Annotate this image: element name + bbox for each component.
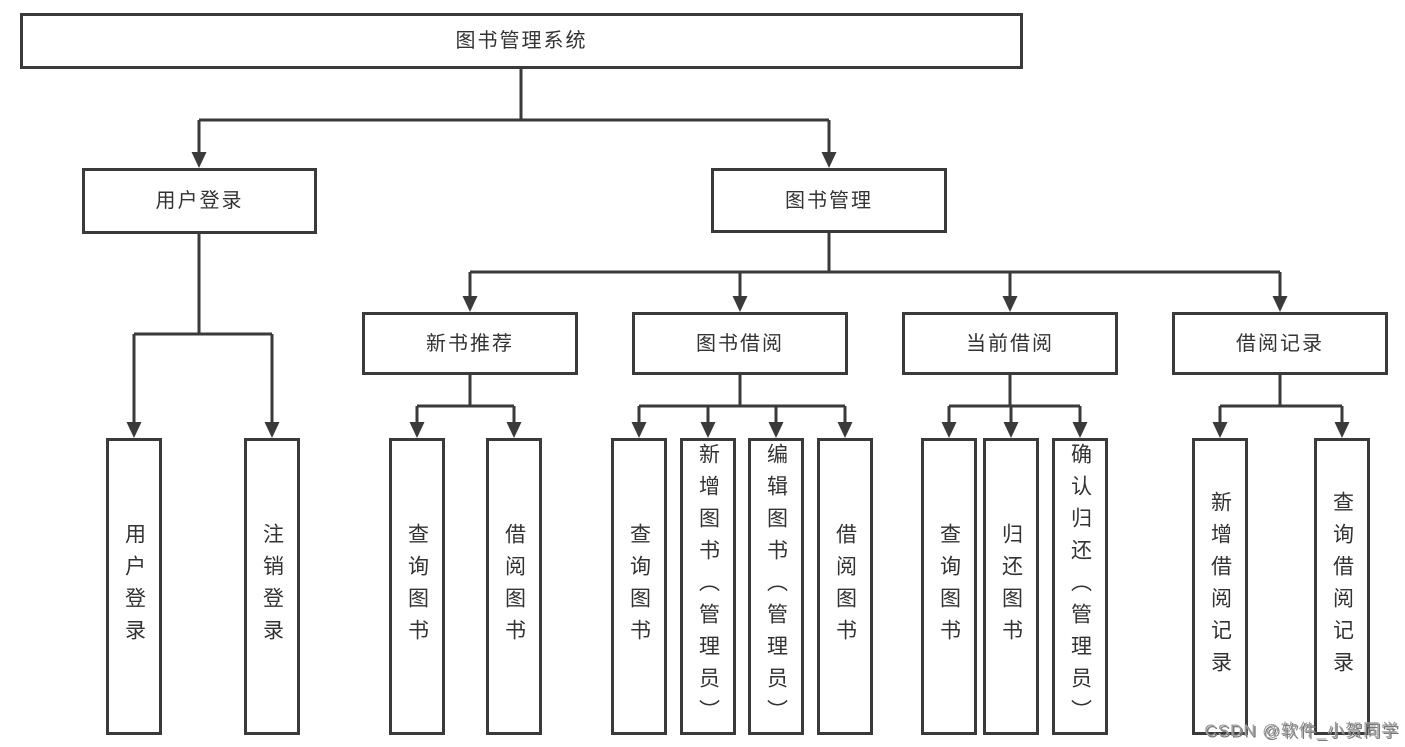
- leaf-borrow-books: 借阅图书: [817, 438, 873, 735]
- node-label: 用户登录: [155, 190, 244, 212]
- node-book-management: 图书管理: [711, 168, 947, 233]
- node-label: 新书推荐: [426, 332, 514, 355]
- leaf-borrow-books-recommend: 借阅图书: [486, 438, 542, 735]
- connector-borrowrecord-to-leaves: [1212, 375, 1350, 438]
- connector-root-to-level1: [191, 69, 837, 168]
- leaf-label: 新增借阅记录: [1208, 490, 1232, 683]
- node-label: 图书管理系统: [455, 30, 588, 52]
- node-label: 图书管理: [785, 189, 873, 212]
- watermark: CSDN @软件_小贺同学: [1204, 721, 1399, 740]
- leaf-edit-book-admin: 编辑图书（管理员）: [748, 438, 804, 735]
- leaf-confirm-return-admin: 确认归还（管理员）: [1052, 438, 1108, 735]
- leaf-query-books-current: 查询图书: [921, 438, 977, 735]
- connector-newbook-to-leaves: [409, 375, 522, 438]
- leaf-label: 借阅图书: [833, 522, 857, 651]
- leaf-add-borrow-record: 新增借阅记录: [1192, 438, 1248, 735]
- connector-bookmgmt-to-level2: [462, 233, 1288, 312]
- node-current-borrow: 当前借阅: [902, 312, 1118, 375]
- node-borrow-records: 借阅记录: [1172, 312, 1388, 375]
- leaf-query-borrow-record: 查询借阅记录: [1314, 438, 1370, 735]
- leaf-label: 编辑图书（管理员）: [764, 442, 788, 731]
- connector-userlogin-to-leaves: [126, 234, 280, 438]
- leaf-label: 借阅图书: [502, 522, 526, 651]
- leaf-return-books: 归还图书: [983, 438, 1039, 735]
- node-label: 当前借阅: [966, 332, 1054, 355]
- leaf-label: 确认归还（管理员）: [1068, 442, 1092, 731]
- node-label: 图书借阅: [696, 332, 784, 355]
- leaf-label: 用户登录: [122, 522, 146, 651]
- node-label: 借阅记录: [1236, 332, 1324, 355]
- leaf-label: 新增图书（管理员）: [696, 442, 720, 731]
- leaf-label: 注销登录: [260, 522, 284, 651]
- leaf-query-books-borrow: 查询图书: [611, 438, 667, 735]
- leaf-user-login: 用户登录: [106, 438, 162, 735]
- node-user-login: 用户登录: [82, 168, 317, 234]
- connector-currentborrow-to-leaves: [941, 375, 1088, 438]
- leaf-label: 查询借阅记录: [1330, 490, 1354, 683]
- leaf-logout: 注销登录: [244, 438, 300, 735]
- leaf-label: 查询图书: [627, 522, 651, 651]
- leaf-label: 归还图书: [999, 522, 1023, 651]
- leaf-query-books-recommend: 查询图书: [389, 438, 445, 735]
- leaf-label: 查询图书: [405, 522, 429, 651]
- connector-bookborrow-to-leaves: [631, 375, 853, 438]
- node-library-system: 图书管理系统: [20, 13, 1023, 69]
- leaf-add-book-admin: 新增图书（管理员）: [680, 438, 736, 735]
- leaf-label: 查询图书: [937, 522, 961, 651]
- node-book-borrow: 图书借阅: [632, 312, 848, 375]
- node-new-book-recommend: 新书推荐: [362, 312, 578, 375]
